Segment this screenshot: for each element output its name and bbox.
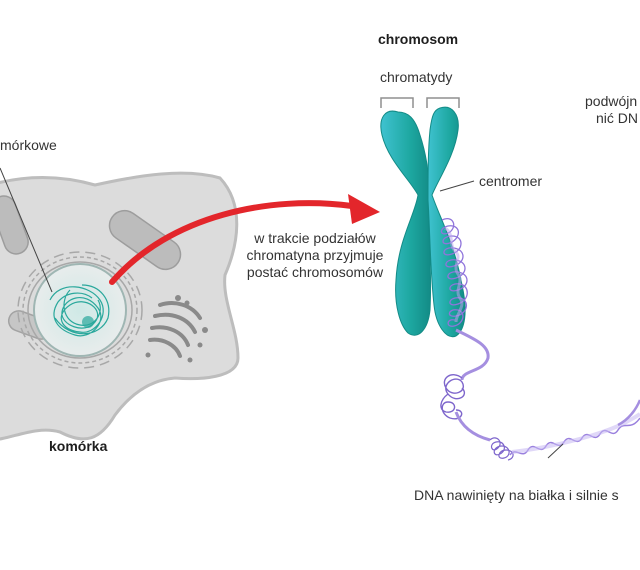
double-helix-label-line-1: podwójn: [585, 93, 638, 109]
dna-label: DNA nawinięty na białka i silnie s: [414, 487, 619, 503]
dna-coiled-loop: [440, 374, 466, 420]
chromosome: [380, 106, 468, 338]
dna-pointer-line: [547, 443, 564, 459]
centromere-pointer-line: [439, 180, 475, 192]
nucleus-pointer-line: [0, 167, 53, 293]
golgi-apparatus: [145, 295, 208, 363]
dna-strand-lower: [454, 411, 491, 442]
cell: [0, 167, 240, 441]
chromatids-label: chromatydy: [380, 69, 453, 85]
chromosome-title: chromosom: [378, 31, 459, 47]
chromatid-brackets: [380, 97, 460, 108]
endoplasmic-reticulum: [17, 251, 143, 369]
arrow-caption-line-3: postać chromosomów: [246, 264, 384, 280]
arrow-caption-line-2: chromatyna przyjmuje: [246, 247, 384, 263]
dna-fiber: [440, 328, 640, 461]
dna-strand-from-chromosome: [455, 328, 490, 381]
double-helix-label: podwójn nić DN: [585, 93, 640, 127]
mitochondrion-left: [0, 195, 29, 255]
double-helix-label-line-2: nić DN: [596, 110, 639, 126]
chromatin-tangle: [49, 284, 110, 337]
mitochondrion-upper: [108, 209, 182, 271]
arrow-caption: w trakcie podziałów chromatyna przyjmuje…: [244, 230, 386, 281]
chromatid-left: [380, 110, 432, 336]
arrow-caption-line-1: w trakcie podziałów: [254, 230, 376, 246]
dna-condensed-segment: [489, 437, 514, 461]
cell-label: komórka: [49, 438, 108, 454]
dna-strand-right: [617, 399, 640, 427]
nucleus-label: mórkowe: [0, 137, 57, 153]
chromatid-right: [427, 106, 466, 338]
nucleus: [33, 263, 127, 357]
transition-arrow: [109, 194, 380, 285]
chromatid-coil-inner: [444, 226, 464, 323]
centromere-label: centromer: [479, 173, 543, 189]
